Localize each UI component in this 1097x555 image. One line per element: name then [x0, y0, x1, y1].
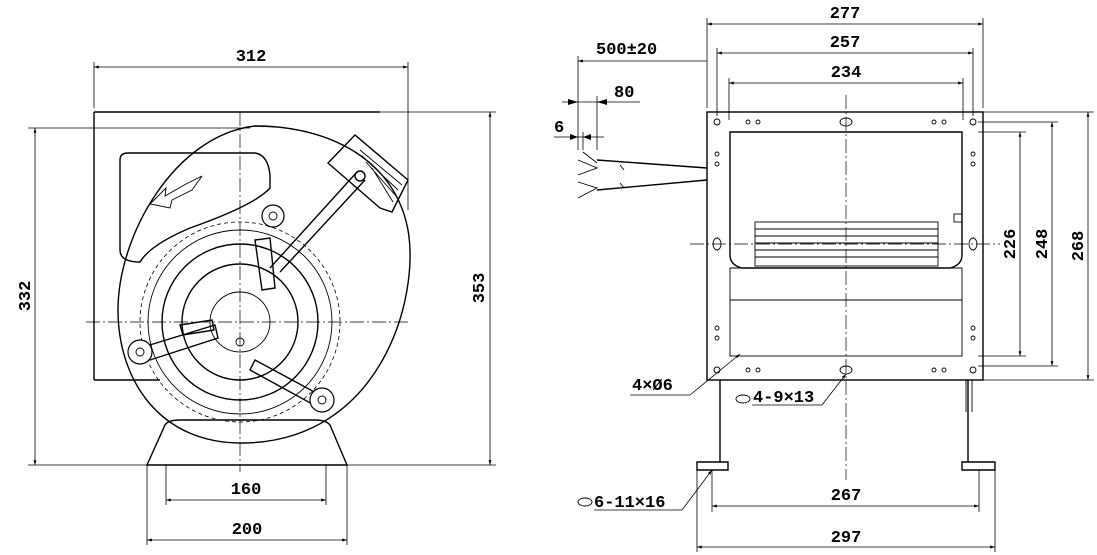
dimension-cable-6: 6: [554, 119, 604, 150]
dim-label-500: 500±20: [596, 41, 657, 60]
dimension-200: 200: [146, 465, 348, 545]
dim-label-6: 6: [554, 119, 564, 138]
dim-label-332: 332: [17, 281, 36, 312]
dim-label-200: 200: [232, 521, 263, 540]
callout-4x06: 4×Ø6: [630, 353, 741, 396]
dimension-277: 277: [706, 5, 984, 108]
terminal-box: [326, 134, 409, 213]
dim-label-226: 226: [1002, 229, 1021, 260]
dimension-226: 226: [978, 131, 1026, 357]
dimension-268: 268: [983, 111, 1094, 381]
callout-label-6-11x16: 6-11×16: [594, 494, 665, 513]
dimension-312: 312: [93, 48, 409, 210]
cable-bundle: [577, 151, 708, 199]
housing-plate: [93, 111, 380, 381]
dimension-cable-80: 80: [562, 84, 640, 150]
dim-label-80: 80: [614, 84, 634, 103]
dimension-248: 248: [978, 121, 1058, 367]
dimension-332: 332: [17, 127, 250, 466]
airflow-arrow-icon: [149, 175, 203, 209]
outlet-window: [119, 152, 271, 263]
dim-label-267: 267: [831, 487, 862, 506]
dimension-297: 297: [696, 470, 996, 552]
base-stand: [145, 419, 349, 466]
slot-icon-2: [577, 497, 593, 507]
callout-4-9x13: 4-9×13: [735, 373, 847, 408]
front-view: 312 332 353 160 200: [17, 48, 496, 545]
callout-label-4x06: 4×Ø6: [632, 377, 673, 396]
mounting-arms: [127, 170, 366, 413]
scroll-housing: [117, 125, 411, 444]
dim-label-257: 257: [830, 34, 861, 53]
callout-6-11x16: 6-11×16: [577, 469, 713, 513]
callout-label-4-9x13: 4-9×13: [753, 389, 814, 408]
dim-label-268: 268: [1070, 231, 1089, 262]
dim-label-353: 353: [471, 273, 490, 304]
mounting-holes: [712, 117, 978, 375]
dim-label-160: 160: [231, 481, 262, 500]
dimension-cable-500: 500±20: [577, 41, 707, 150]
slot-icon: [735, 394, 751, 404]
dimension-160: 160: [165, 465, 327, 505]
dim-label-248: 248: [1034, 229, 1053, 260]
dim-label-297: 297: [831, 529, 862, 548]
dim-label-234: 234: [831, 64, 862, 83]
flange-plate: [706, 111, 984, 381]
dim-label-277: 277: [830, 5, 861, 24]
dim-label-312: 312: [236, 48, 267, 67]
impeller-blades: [754, 213, 963, 267]
dimension-234: 234: [728, 64, 964, 120]
dimension-257: 257: [716, 34, 974, 116]
dimension-353: 353: [347, 111, 496, 466]
dimension-267: 267: [711, 470, 980, 512]
